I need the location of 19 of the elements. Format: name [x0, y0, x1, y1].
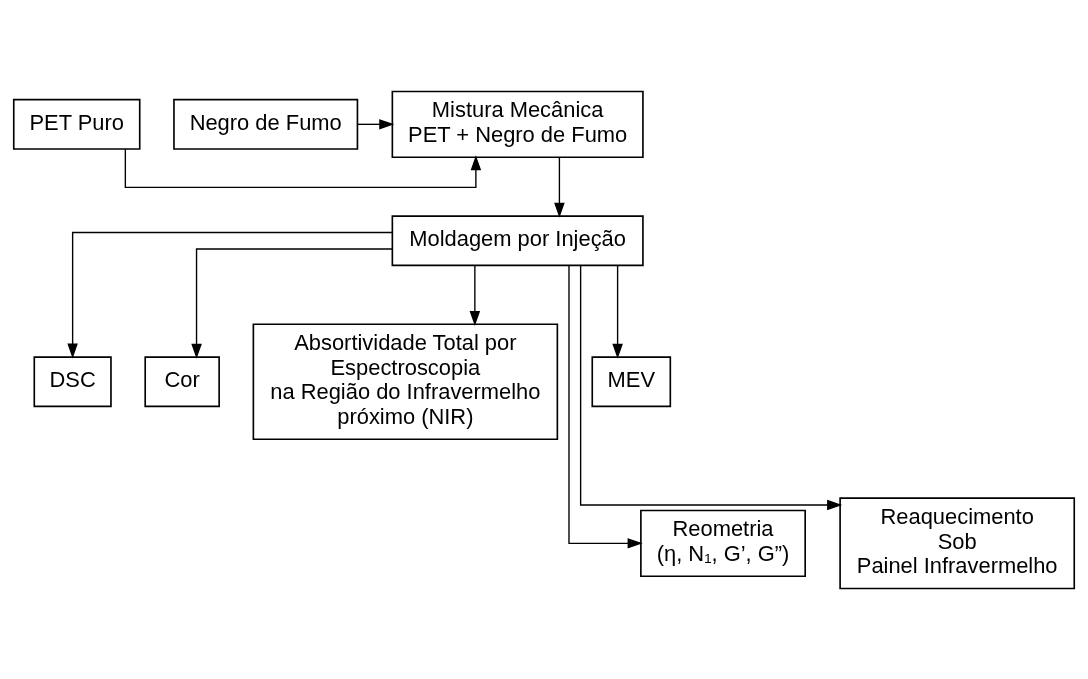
node-box: Mistura Mecânica PET + Negro de Fumo	[391, 90, 644, 158]
node-box: MEV	[591, 355, 672, 407]
arrow	[357, 118, 395, 130]
arrow	[568, 264, 643, 549]
node-box: DSC	[33, 355, 112, 407]
arrow	[67, 231, 393, 358]
node-box: Moldagem por Injeção	[391, 214, 644, 266]
node-box: Reometria (η, N₁, G’, G”)	[640, 509, 806, 577]
arrow	[124, 148, 482, 188]
arrow	[191, 247, 393, 359]
node-box: Absortividade Total por Espectroscopia na Região do Infravermelho próximo (NIR)	[252, 322, 559, 440]
arrow	[612, 264, 623, 359]
arrow	[554, 156, 565, 218]
node-box: Negro de Fumo	[173, 98, 359, 150]
node-box: PET Puro	[12, 98, 141, 150]
node-box: Cor	[144, 355, 220, 407]
arrow	[469, 264, 481, 326]
arrow	[579, 264, 843, 510]
node-box: Reaquecimento Sob Painel Infravermelho	[839, 496, 1076, 589]
